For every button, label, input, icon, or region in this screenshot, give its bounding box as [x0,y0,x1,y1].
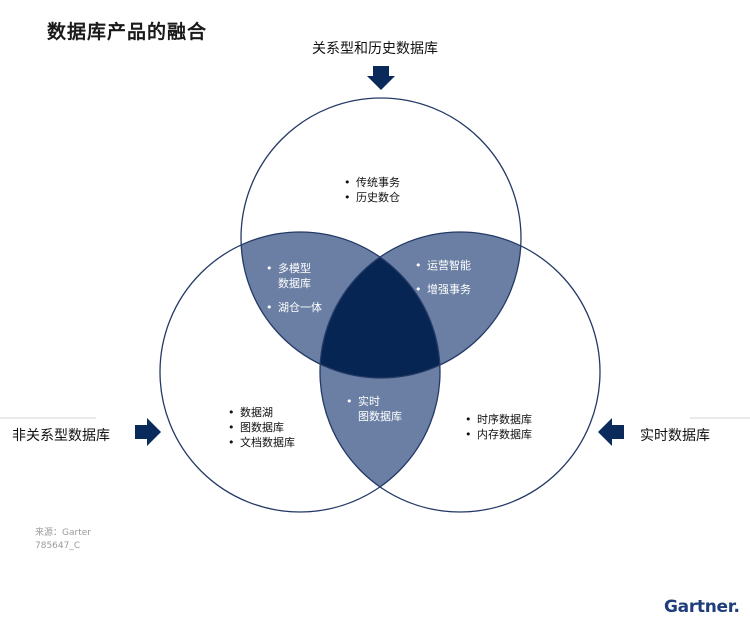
circle-realtime [319,231,601,513]
region-nonrelational-only: 数据湖 图数据库 文档数据库 [226,405,295,450]
region-relational-realtime: 运营智能 增强事务 [413,258,471,297]
region-realtime-only: 时序数据库 内存数据库 [463,412,532,442]
arrow-down-icon [367,66,395,90]
arrow-left-icon [598,418,624,446]
list-item: 增强事务 [413,282,471,297]
gartner-logo: Gartner. [664,597,740,617]
label-nonrelational: 非关系型数据库 [12,428,110,444]
circle-relational [240,97,522,379]
list-item: 历史数仓 [342,190,400,205]
arrow-right-icon [135,418,161,446]
list-item: 运营智能 [413,258,471,273]
list-item: 图数据库 [226,420,295,435]
list-item: 文档数据库 [226,435,295,450]
label-relational-historical: 关系型和历史数据库 [312,41,438,57]
source-line: 来源：Garter [35,528,91,538]
page-title: 数据库产品的融合 [47,21,208,43]
source-note: 来源：Garter 785647_C [35,527,91,553]
overlap-center [320,232,440,378]
label-realtime: 实时数据库 [640,428,710,444]
doc-id: 785647_C [35,541,81,551]
region-relational-only: 传统事务 历史数仓 [342,175,400,205]
list-item: 数据湖 [226,405,295,420]
list-item: 时序数据库 [463,412,532,427]
list-item: 传统事务 [342,175,400,190]
list-item: 湖仓一体 [264,300,322,315]
circle-nonrelational [159,231,441,513]
list-item: 内存数据库 [463,427,532,442]
